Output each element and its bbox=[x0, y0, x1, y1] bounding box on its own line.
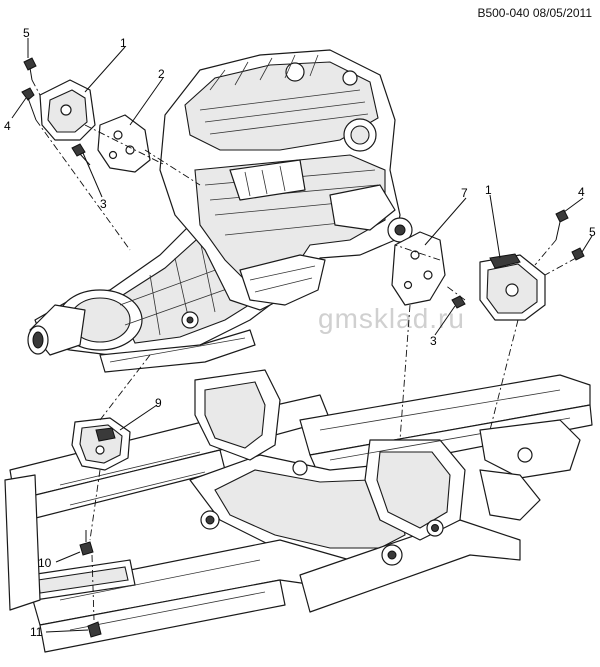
callout-1-left: 1 bbox=[120, 36, 127, 50]
drawing-date: 08/05/2011 bbox=[532, 6, 592, 20]
left-engine-mount-parts bbox=[21, 57, 151, 173]
engine-assembly bbox=[159, 49, 413, 311]
callout-3-right: 3 bbox=[430, 334, 437, 348]
callout-9: 9 bbox=[155, 396, 162, 410]
watermark-text: gmsklad.ru bbox=[318, 303, 465, 334]
callout-10: 10 bbox=[38, 556, 52, 570]
callout-5-left: 5 bbox=[23, 26, 30, 40]
callout-2: 2 bbox=[158, 67, 165, 81]
callout-3-left: 3 bbox=[100, 197, 107, 211]
alignment-lines bbox=[31, 79, 577, 621]
callout-4-left: 4 bbox=[4, 119, 11, 133]
drawing-code: B500-040 bbox=[477, 6, 530, 20]
transmission-mount-parts bbox=[71, 417, 131, 638]
callout-7: 7 bbox=[461, 186, 468, 200]
callout-labels: 1 2 3 4 5 7 1 3 4 5 9 10 11 bbox=[4, 26, 596, 639]
leader-lines bbox=[11, 38, 593, 633]
callout-4-right: 4 bbox=[578, 185, 585, 199]
callout-11: 11 bbox=[30, 625, 43, 639]
callout-1-right: 1 bbox=[485, 183, 492, 197]
vehicle-frame bbox=[4, 369, 593, 653]
callout-5-right: 5 bbox=[589, 225, 596, 239]
right-engine-mount-parts bbox=[391, 209, 585, 321]
drawing-header: B500-040 08/05/2011 bbox=[477, 6, 592, 20]
